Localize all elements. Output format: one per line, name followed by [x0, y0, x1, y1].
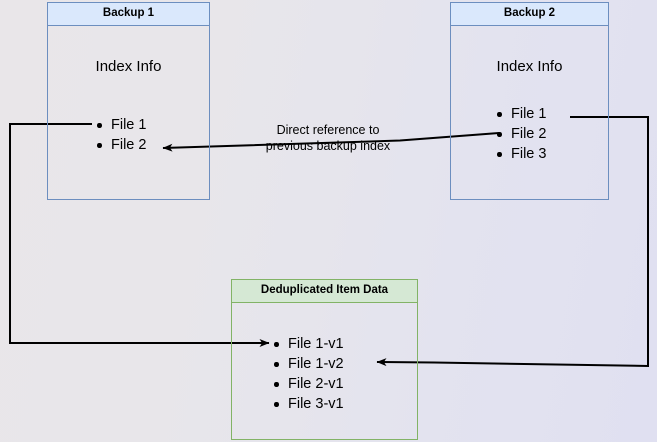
list-item: File 2 — [95, 135, 146, 155]
backup1-index-info-label: Index Info — [95, 58, 162, 75]
list-item: File 1-v1 — [272, 334, 344, 354]
backup1-box[interactable]: Backup 1 Index Info — [47, 2, 210, 200]
list-item: File 3-v1 — [272, 394, 344, 414]
direct-reference-edge-label: Direct reference to previous backup inde… — [265, 123, 391, 153]
backup1-header: Backup 1 — [48, 3, 209, 26]
backup2-box[interactable]: Backup 2 Index Info — [450, 2, 609, 200]
list-item: File 3 — [495, 144, 546, 164]
list-item: File 2-v1 — [272, 374, 344, 394]
backup2-file-list: File 1 File 2 File 3 — [495, 104, 546, 164]
list-item: File 1-v2 — [272, 354, 344, 374]
dedup-file-list: File 1-v1 File 1-v2 File 2-v1 File 3-v1 — [272, 334, 344, 414]
backup1-file-list: File 1 File 2 — [95, 115, 146, 155]
list-item: File 2 — [495, 124, 546, 144]
list-item: File 1 — [495, 104, 546, 124]
dedup-box[interactable]: Deduplicated Item Data — [231, 279, 418, 440]
dedup-header: Deduplicated Item Data — [232, 280, 417, 303]
backup2-index-info-label: Index Info — [496, 58, 563, 75]
backup2-header: Backup 2 — [451, 3, 608, 26]
list-item: File 1 — [95, 115, 146, 135]
